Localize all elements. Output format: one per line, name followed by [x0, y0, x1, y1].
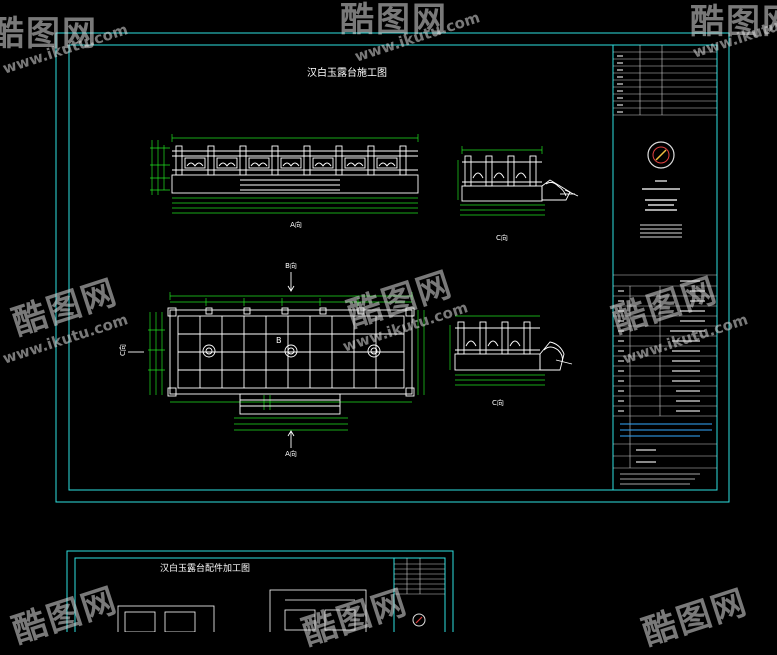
sheet-1-outer-border [55, 32, 730, 503]
plan-b-arrow-label: B向 [285, 261, 297, 270]
sheet-1 [55, 32, 730, 503]
sheet-1-title: 汉白玉露台施工图 [307, 66, 387, 79]
elevation-c-top-label: C向 [496, 233, 508, 242]
plan-c-arrow-label: C向 [118, 344, 127, 356]
elevation-c-bottom-label: C向 [492, 398, 504, 407]
elevation-c-top [457, 146, 579, 216]
sheet-2 [66, 550, 454, 632]
sheet-2-title: 汉白玉露台配件加工图 [160, 562, 250, 574]
plan-a-arrow-label: A向 [285, 449, 297, 458]
cad-drawing: 汉白玉露台施工图 [55, 32, 730, 632]
plan-view [128, 272, 425, 448]
plan-b-marker: B [276, 336, 282, 345]
sheet-1-inner-border [68, 44, 718, 491]
elevation-c-bottom [449, 315, 573, 386]
title-block [613, 45, 717, 485]
elevation-a-label: A向 [290, 220, 302, 229]
elevation-a [150, 134, 419, 214]
